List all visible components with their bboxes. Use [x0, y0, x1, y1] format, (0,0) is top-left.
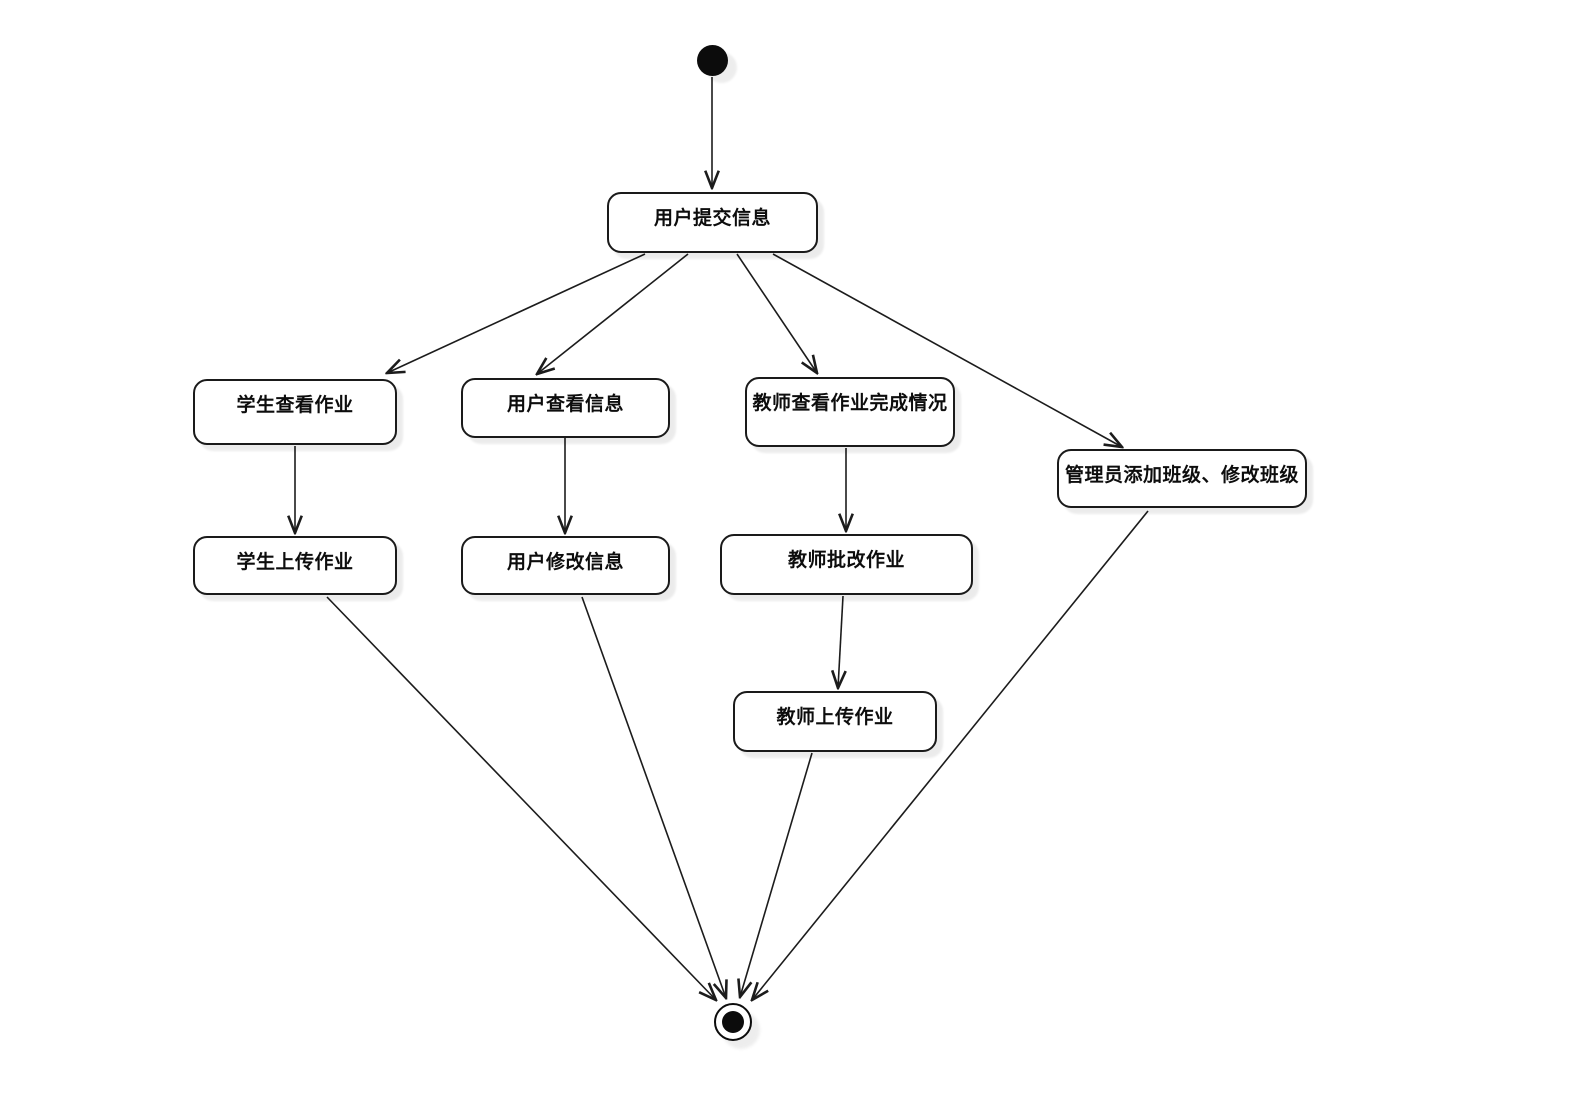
state-label: 教师批改作业: [787, 550, 905, 571]
edge-submit-info-to-student-view: [387, 253, 646, 373]
edge-submit-info-to-admin-class: [772, 253, 1122, 447]
state-student-upload-homework[interactable]: 学生上传作业: [193, 536, 397, 595]
initial-state-node[interactable]: [697, 45, 728, 76]
state-student-view-homework[interactable]: 学生查看作业: [193, 379, 397, 445]
final-state-inner-dot: [722, 1011, 744, 1033]
state-label: 学生查看作业: [236, 395, 354, 416]
state-teacher-view-completion[interactable]: 教师查看作业完成情况: [745, 377, 955, 447]
state-label: 管理员添加班级、修改班级: [1064, 465, 1299, 486]
edge-submit-info-to-user-view: [537, 253, 689, 374]
state-teacher-grade-homework[interactable]: 教师批改作业: [720, 534, 973, 595]
edge-teacher-grade-to-teacher-upload: [838, 595, 843, 688]
state-label: 教师上传作业: [776, 707, 894, 728]
edges: [295, 77, 1149, 1000]
state-label: 用户修改信息: [506, 552, 624, 573]
state-teacher-upload-homework[interactable]: 教师上传作业: [733, 691, 937, 752]
edge-teacher-upload-to-final: [740, 752, 813, 997]
state-admin-manage-class[interactable]: 管理员添加班级、修改班级: [1057, 449, 1307, 508]
final-state-node[interactable]: [714, 1003, 752, 1041]
state-user-modify-info[interactable]: 用户修改信息: [461, 536, 670, 595]
edge-submit-info-to-teacher-view: [736, 253, 817, 373]
state-label: 教师查看作业完成情况: [752, 393, 948, 414]
state-label: 用户查看信息: [506, 394, 624, 415]
edge-admin-class-to-final: [752, 510, 1149, 1000]
state-label: 学生上传作业: [236, 552, 354, 573]
edge-user-modify-to-final: [581, 596, 726, 998]
state-user-view-info[interactable]: 用户查看信息: [461, 378, 670, 438]
edge-student-upload-to-final: [326, 596, 716, 1000]
state-label: 用户提交信息: [653, 208, 771, 229]
state-submit-info[interactable]: 用户提交信息: [607, 192, 818, 253]
